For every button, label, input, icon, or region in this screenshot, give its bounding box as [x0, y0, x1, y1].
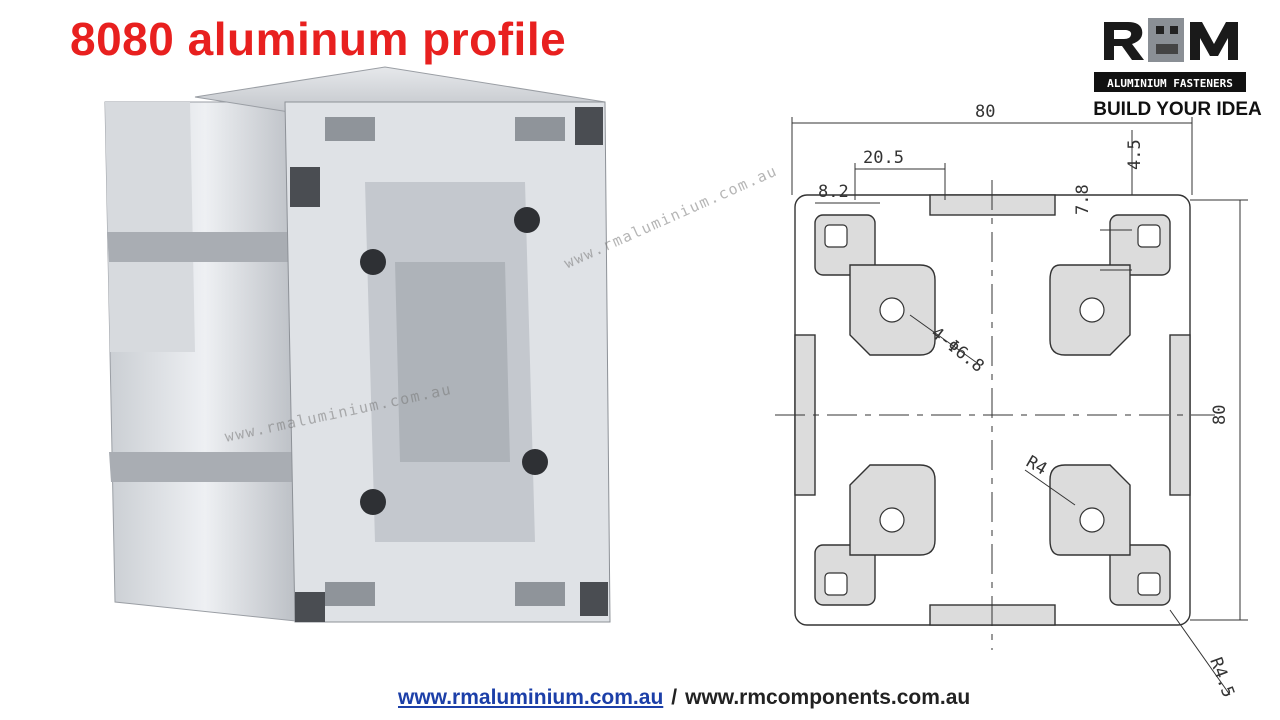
company-logo: ALUMINIUM FASTENERS: [1090, 10, 1250, 98]
dim-r4-label: R4: [1023, 452, 1051, 480]
footer-links: www.rmaluminium.com.au / www.rmcomponents.…: [398, 686, 970, 710]
dim-r45-label: R4.5: [1205, 655, 1238, 700]
link-separator: /: [671, 686, 678, 709]
rmaluminium-link[interactable]: www.rmaluminium.com.au: [398, 686, 664, 709]
profile-photo: [104, 66, 611, 623]
dim-depth-label: 7.8: [1073, 184, 1093, 215]
profile-drawing: 80 20.5 8.2 4.5 7.8 4-Φ6.8 R4 80 R4.5: [775, 102, 1248, 700]
dim-opening-label: 8.2: [818, 182, 849, 202]
dim-width-label: 80: [975, 102, 995, 122]
dim-slot-label: 20.5: [863, 148, 904, 168]
rmcomponents-link[interactable]: www.rmcomponents.com.au: [685, 686, 971, 709]
dim-height-label: 80: [1210, 405, 1230, 425]
tagline: BUILD YOUR IDEA: [1093, 99, 1262, 120]
logo-text: ALUMINIUM FASTENERS: [1107, 77, 1233, 90]
dim-holes-label: 4-Φ6.8: [927, 323, 988, 377]
dim-wall-label: 4.5: [1125, 139, 1145, 170]
page-title: 8080 aluminum profile: [70, 13, 567, 65]
